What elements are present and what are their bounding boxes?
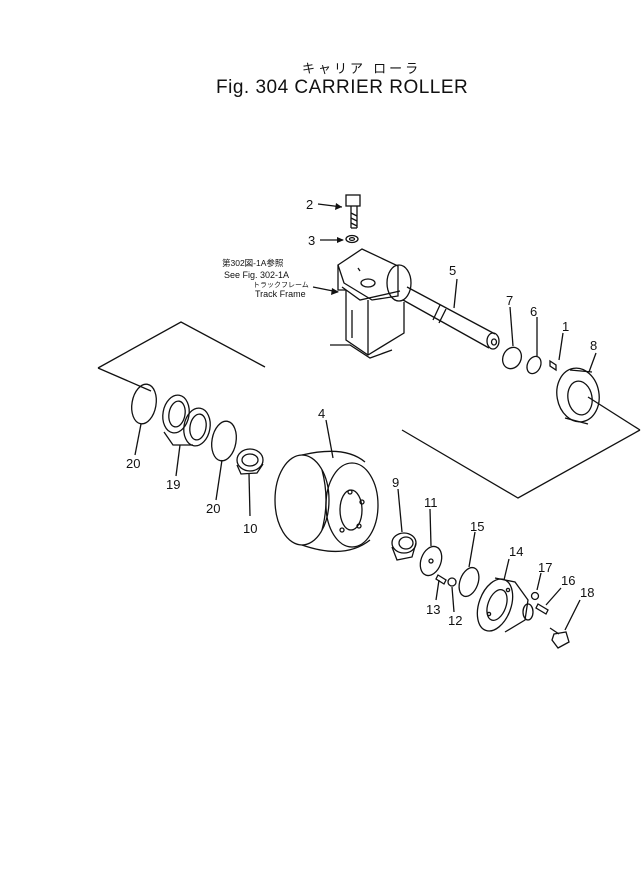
part-16-bolt xyxy=(535,603,549,615)
callout-19: 19 xyxy=(166,477,180,492)
leader-10 xyxy=(248,473,251,517)
reference-note-jp: 第302図-1A参照 xyxy=(222,258,284,268)
leader-7 xyxy=(509,306,514,347)
part-10-bushing xyxy=(236,448,264,475)
callout-3: 3 xyxy=(308,233,315,248)
group-boundary-right xyxy=(401,429,641,499)
callout-1: 1 xyxy=(562,319,569,334)
leader-14 xyxy=(503,558,510,581)
arrowhead-reference xyxy=(331,288,339,295)
part-6-o-ring xyxy=(526,355,542,375)
callout-6: 6 xyxy=(530,304,537,319)
part-3-washer xyxy=(345,234,359,244)
part-4-roller xyxy=(274,450,379,553)
leader-4 xyxy=(325,419,334,459)
callout-14: 14 xyxy=(509,544,523,559)
callout-5: 5 xyxy=(449,263,456,278)
callout-20-left: 20 xyxy=(126,456,140,471)
group-boundary-right-upper xyxy=(587,396,641,431)
part-1-pin xyxy=(549,359,557,372)
callout-13: 13 xyxy=(426,602,440,617)
part-20-ring-left xyxy=(131,383,157,425)
callout-12: 12 xyxy=(448,613,462,628)
leader-1 xyxy=(558,332,564,361)
part-11-thrust-washer xyxy=(419,545,443,577)
leader-20b xyxy=(215,459,223,501)
leader-11 xyxy=(429,508,432,547)
callout-16: 16 xyxy=(561,573,575,588)
leader-17 xyxy=(536,572,542,591)
part-7-o-ring xyxy=(501,346,523,370)
reference-note-en: See Fig. 302-1A xyxy=(224,270,290,280)
leader-9 xyxy=(397,488,403,533)
leader-18 xyxy=(564,599,581,631)
leader-8 xyxy=(588,352,597,373)
part-2-bolt xyxy=(345,194,361,229)
leader-15 xyxy=(468,531,476,568)
arrowhead-3 xyxy=(337,237,344,243)
part-15-o-ring xyxy=(458,566,480,598)
part-8-collar xyxy=(556,367,600,425)
track-frame-label: Track Frame xyxy=(255,289,306,299)
leader-20a xyxy=(134,423,142,456)
part-18-plug xyxy=(549,627,570,649)
part-9-bushing xyxy=(391,532,417,561)
track-frame-label-jp: トラックフレーム xyxy=(253,282,309,289)
arrowhead-2 xyxy=(335,203,342,210)
leader-16 xyxy=(545,587,562,606)
callout-4: 4 xyxy=(318,406,325,421)
callout-17: 17 xyxy=(538,560,552,575)
callout-7: 7 xyxy=(506,293,513,308)
group-boundary-left-lower xyxy=(97,367,152,392)
callout-2: 2 xyxy=(306,197,313,212)
bracket-track-frame xyxy=(330,248,412,359)
figure-title-japanese: キャリア ローラ xyxy=(302,62,422,77)
part-17-washer xyxy=(530,591,540,601)
callout-8: 8 xyxy=(590,338,597,353)
group-boundary-left xyxy=(97,321,266,369)
part-5-shaft xyxy=(402,286,500,350)
callout-20-right: 20 xyxy=(206,501,220,516)
figure-title: Fig. 304 CARRIER ROLLER xyxy=(216,77,469,98)
leader-19 xyxy=(175,444,181,477)
part-13-bolt xyxy=(435,574,447,585)
callout-15: 15 xyxy=(470,519,484,534)
leader-5 xyxy=(453,278,458,309)
part-20-ring-right xyxy=(211,420,237,462)
leader-12 xyxy=(451,586,455,613)
callout-10: 10 xyxy=(243,521,257,536)
callout-9: 9 xyxy=(392,475,399,490)
part-14-cover xyxy=(476,577,534,633)
part-12-washer xyxy=(447,577,457,587)
part-19-floating-seal xyxy=(162,394,211,447)
callout-11: 11 xyxy=(424,495,438,510)
leader-13 xyxy=(435,579,440,601)
callout-18: 18 xyxy=(580,585,594,600)
